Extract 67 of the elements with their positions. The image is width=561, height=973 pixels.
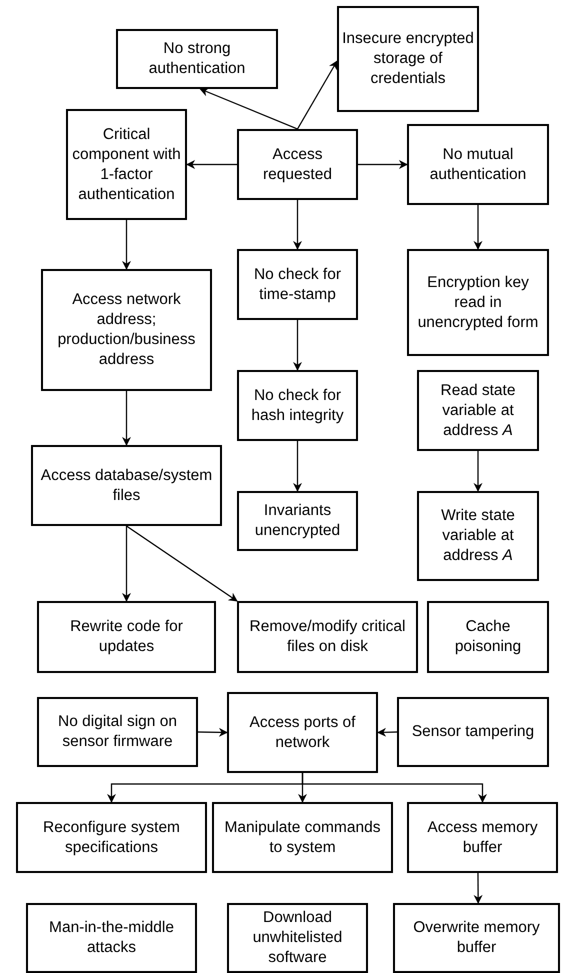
box-label: Access ports of network: [248, 712, 356, 752]
box-label: No check for time-stamp: [252, 264, 342, 304]
process-box: [26, 903, 197, 973]
process-box: [397, 697, 549, 767]
arrow: [293, 200, 302, 250]
process-box: [407, 802, 558, 873]
process-box: [37, 601, 216, 673]
process-box: [237, 370, 358, 441]
arrow: [474, 205, 482, 250]
box-label: Overwrite memory buffer: [412, 918, 541, 958]
box-label: Access database/system files: [40, 466, 214, 506]
box-label: No digital sign on sensor firmware: [57, 712, 178, 752]
box-label: Man-in-the-middle attacks: [48, 918, 175, 958]
box-label: Read state variable at address A: [440, 380, 516, 440]
process-box: [227, 692, 378, 773]
box-label: Download unwhitelisted software: [252, 908, 344, 968]
box-label: No check for hash integrity: [250, 386, 345, 426]
box-label: Reconfigure system specifications: [42, 818, 181, 858]
arrow: [186, 160, 237, 169]
arrow: [293, 320, 302, 371]
box-label: Critical component with 1-factor authentication: [71, 124, 182, 204]
box-label: Rewrite code for updates: [69, 617, 184, 657]
arrow: [293, 441, 302, 492]
box-label: Sensor tampering: [412, 722, 534, 742]
process-box: [417, 491, 539, 581]
arrow: [122, 391, 131, 446]
box-label: Insecure encrypted storage of credentials: [341, 29, 475, 89]
process-box: [237, 601, 418, 673]
process-box: [427, 601, 549, 673]
box-label: Cache poisoning: [454, 617, 522, 657]
process-box: [37, 697, 198, 767]
process-box: [66, 109, 187, 220]
box-label: Access network address; production/business address: [56, 290, 196, 370]
process-box: [407, 249, 549, 356]
process-box: [41, 269, 212, 391]
process-box: [227, 903, 368, 973]
process-box: [237, 491, 358, 551]
arrow: [296, 60, 338, 130]
process-box: [337, 6, 479, 112]
box-label: Write state variable at address A: [440, 506, 516, 566]
arrow: [474, 873, 483, 904]
arrow: [122, 526, 131, 602]
process-box: [393, 903, 560, 973]
arrow: [302, 773, 487, 803]
process-box: [16, 802, 207, 873]
box-label: Access memory buffer: [426, 818, 539, 858]
box-label: Access requested: [262, 144, 333, 184]
process-box: [116, 29, 278, 89]
arrow: [474, 451, 482, 492]
box-label: Remove/modify critical files on disk: [248, 617, 406, 657]
box-label: Encryption key read in unencrypted form: [416, 272, 540, 332]
box-label: No mutual authentication: [428, 144, 528, 184]
box-label: Manipulate commands to system: [224, 818, 382, 858]
process-box: [212, 802, 393, 873]
process-box: [237, 129, 358, 200]
arrow: [199, 88, 298, 130]
process-box: [237, 249, 358, 320]
box-label: Invariants unencrypted: [254, 501, 342, 541]
box-label: No strong authentication: [148, 39, 246, 79]
arrow: [358, 160, 408, 169]
arrow: [198, 728, 228, 737]
process-box: [31, 445, 222, 526]
process-box: [417, 370, 539, 451]
arrow: [126, 526, 238, 602]
arrow: [122, 220, 131, 270]
process-box: [407, 124, 549, 205]
arrow: [377, 728, 398, 737]
